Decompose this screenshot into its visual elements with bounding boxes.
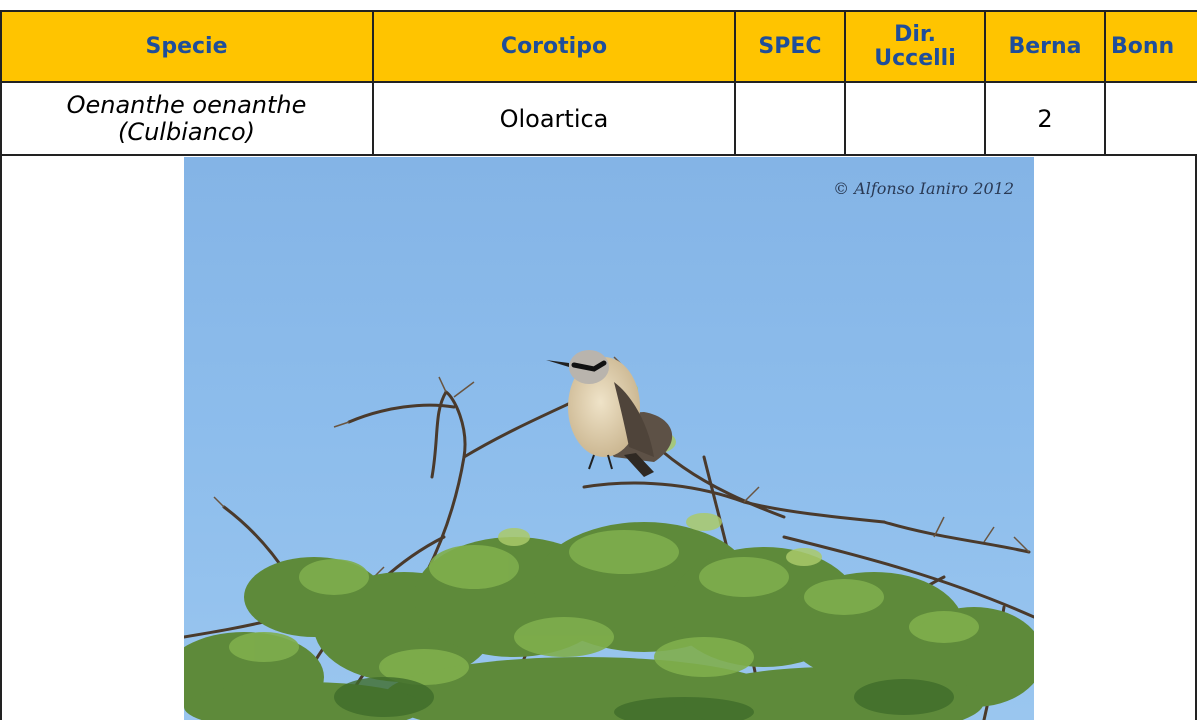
header-specie-label: Specie (145, 33, 228, 59)
wheatear-on-branch-image (184, 157, 1034, 720)
header-corotipo-label: Corotipo (500, 33, 608, 59)
cell-berna: 2 (985, 83, 1105, 155)
col-divider-1 (372, 10, 374, 156)
col-divider-3 (844, 10, 846, 156)
header-bonn-label: Bonn (1111, 33, 1175, 59)
header-spec: SPEC (735, 10, 845, 83)
berna-value: 2 (1037, 104, 1053, 133)
photo-copyright: © Alfonso Ianiro 2012 (833, 179, 1014, 198)
header-corotipo: Corotipo (373, 10, 735, 83)
cell-specie: Oenanthe oenanthe (Culbianco) (0, 83, 373, 155)
col-divider-4 (984, 10, 986, 156)
species-scientific-name: Oenanthe oenanthe (66, 91, 307, 119)
right-border (1195, 155, 1197, 720)
header-specie: Specie (0, 10, 373, 83)
corotipo-value: Oloartica (499, 104, 609, 133)
bird-photo: © Alfonso Ianiro 2012 (184, 157, 1034, 720)
header-uccelli-label: Uccelli (874, 45, 956, 71)
col-divider-2 (734, 10, 736, 156)
header-dir-label: Dir. (894, 21, 936, 47)
header-dir-uccelli: Dir. Uccelli (845, 10, 985, 83)
header-bonn: Bonn (1105, 10, 1197, 83)
header-berna: Berna (985, 10, 1105, 83)
table-header-row (0, 10, 1197, 83)
header-berna-label: Berna (1008, 33, 1082, 59)
header-spec-label: SPEC (758, 33, 822, 59)
col-divider-5 (1104, 10, 1106, 156)
cell-dir-uccelli (845, 83, 985, 155)
row-divider (0, 154, 1197, 156)
cell-bonn (1105, 83, 1197, 155)
left-border (0, 10, 2, 720)
cell-corotipo: Oloartica (373, 83, 735, 155)
wheatear-bird (546, 350, 673, 477)
cell-spec (735, 83, 845, 155)
species-common-name: (Culbianco) (117, 118, 256, 146)
